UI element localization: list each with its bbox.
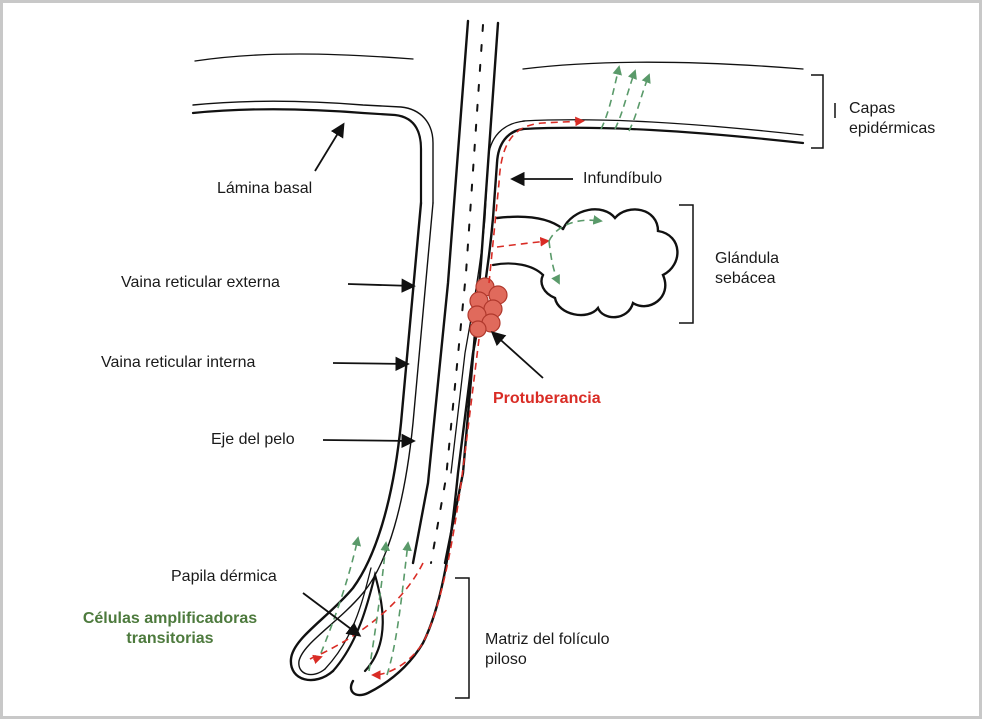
label-infundibulo: Infundíbulo bbox=[583, 169, 662, 189]
label-matriz-foliculo: Matriz del folículo piloso bbox=[485, 630, 655, 670]
label-celulas-amplificadoras: Células amplificadoras transitorias bbox=[55, 609, 285, 649]
label-lamina-basal: Lámina basal bbox=[217, 179, 312, 199]
sebaceous-gland bbox=[542, 209, 678, 317]
label-protuberancia: Protuberancia bbox=[493, 389, 601, 409]
dermal-papilla bbox=[325, 568, 383, 671]
label-capas-epidermicas: Capas epidérmicas bbox=[849, 99, 959, 139]
label-glandula-sebacea: Glándula sebácea bbox=[715, 249, 805, 289]
label-vaina-interna: Vaina reticular interna bbox=[101, 353, 255, 373]
label-papila-dermica: Papila dérmica bbox=[171, 567, 277, 587]
label-vaina-externa: Vaina reticular externa bbox=[121, 273, 280, 293]
label-eje-pelo: Eje del pelo bbox=[211, 430, 295, 450]
bulge-cells bbox=[468, 278, 507, 337]
